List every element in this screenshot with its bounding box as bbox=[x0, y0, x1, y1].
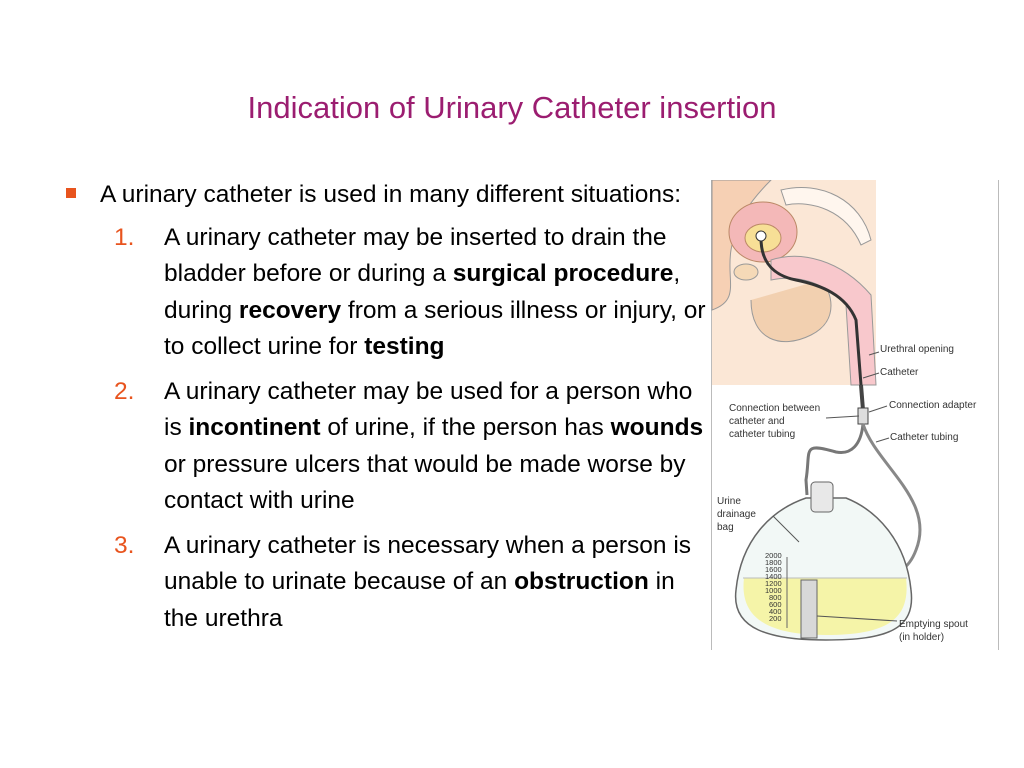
bag-hanger bbox=[810, 481, 834, 513]
leader-line bbox=[772, 515, 800, 543]
leader-line bbox=[825, 415, 860, 419]
leader-line bbox=[868, 405, 888, 413]
label-connection-between: catheter tubing bbox=[729, 429, 795, 440]
list-number: 2. bbox=[114, 377, 135, 405]
label-catheter-tubing: Catheter tubing bbox=[890, 432, 958, 443]
scale-label: 2000 bbox=[765, 551, 782, 560]
leader-line bbox=[816, 615, 898, 622]
list-number: 3. bbox=[114, 531, 135, 559]
leader-line bbox=[875, 437, 890, 443]
item-text: A urinary catheter may be inserted to dr… bbox=[164, 223, 667, 288]
label-connection-between: Connection between bbox=[729, 403, 820, 414]
catheter-in-body bbox=[759, 237, 863, 386]
label-drainage-bag: Urine bbox=[717, 496, 741, 507]
bold-term: wounds bbox=[610, 414, 704, 441]
item-text: , during bbox=[164, 260, 681, 324]
label-drainage-bag: bag bbox=[717, 522, 734, 533]
list-item: 3. A urinary catheter is necessary when … bbox=[100, 528, 706, 638]
prostate bbox=[733, 263, 759, 281]
label-emptying-spout: Emptying spout bbox=[899, 619, 968, 630]
connection-adapter-part bbox=[857, 407, 869, 425]
bold-term: recovery bbox=[238, 296, 342, 324]
scale-label: 400 bbox=[769, 607, 782, 616]
square-bullet-icon bbox=[66, 188, 76, 198]
label-connection-between: catheter and bbox=[729, 416, 785, 427]
scale-label: 1800 bbox=[765, 558, 782, 567]
scale-label: 800 bbox=[769, 593, 782, 602]
item-text: A urinary catheter is necessary when a p… bbox=[164, 531, 692, 596]
item-text: or pressure ulcers that would be made wo… bbox=[164, 450, 686, 515]
catheter-external bbox=[859, 384, 865, 411]
label-urethral-opening: Urethral opening bbox=[880, 344, 954, 355]
bullet-text: A urinary catheter is used in many diffe… bbox=[100, 181, 682, 208]
bullet-item: A urinary catheter is used in many diffe… bbox=[66, 177, 706, 214]
slide-title: Indication of Urinary Catheter insertion bbox=[247, 90, 777, 125]
leader-line bbox=[868, 351, 880, 356]
label-connection-adapter: Connection adapter bbox=[889, 400, 977, 411]
catheter-diagram: 2000 1800 1600 1400 1200 1000 800 600 40… bbox=[711, 180, 999, 650]
emptying-spout-holder bbox=[800, 579, 818, 639]
item-text: A urinary catheter may be used for a per… bbox=[164, 377, 693, 442]
item-text: of urine, if the person has bbox=[320, 414, 611, 441]
pelvis-bone bbox=[711, 180, 772, 311]
bold-term: obstruction bbox=[514, 568, 649, 595]
leader-line bbox=[862, 372, 880, 379]
bold-term: incontinent bbox=[188, 414, 321, 441]
bold-term: surgical procedure bbox=[452, 260, 674, 287]
scale-label: 1600 bbox=[765, 565, 782, 574]
scale-label: 200 bbox=[769, 614, 782, 623]
list-item: 2. A urinary catheter may be used for a … bbox=[100, 374, 706, 520]
list-number: 1. bbox=[114, 223, 135, 251]
scrotum bbox=[750, 279, 832, 343]
catheter-balloon bbox=[755, 230, 767, 242]
scale-label: 1400 bbox=[765, 572, 782, 581]
pubic-bone bbox=[780, 186, 872, 246]
item-text: in the urethra bbox=[164, 568, 675, 632]
slide-body: A urinary catheter is used in many diffe… bbox=[66, 177, 706, 645]
numbered-list: 1. A urinary catheter may be inserted to… bbox=[66, 220, 706, 638]
bold-term: testing bbox=[364, 333, 445, 360]
scale-label: 1200 bbox=[765, 579, 782, 588]
label-drainage-bag: drainage bbox=[717, 509, 756, 520]
urine-fill bbox=[743, 578, 907, 635]
label-catheter: Catheter bbox=[880, 367, 919, 378]
scale-label: 1000 bbox=[765, 586, 782, 595]
list-item: 1. A urinary catheter may be inserted to… bbox=[100, 220, 706, 366]
item-text: from a serious illness or injury, or to … bbox=[164, 296, 706, 361]
label-emptying-spout: (in holder) bbox=[899, 632, 944, 643]
scale-label: 600 bbox=[769, 600, 782, 609]
tubing-to-bag bbox=[804, 423, 865, 496]
